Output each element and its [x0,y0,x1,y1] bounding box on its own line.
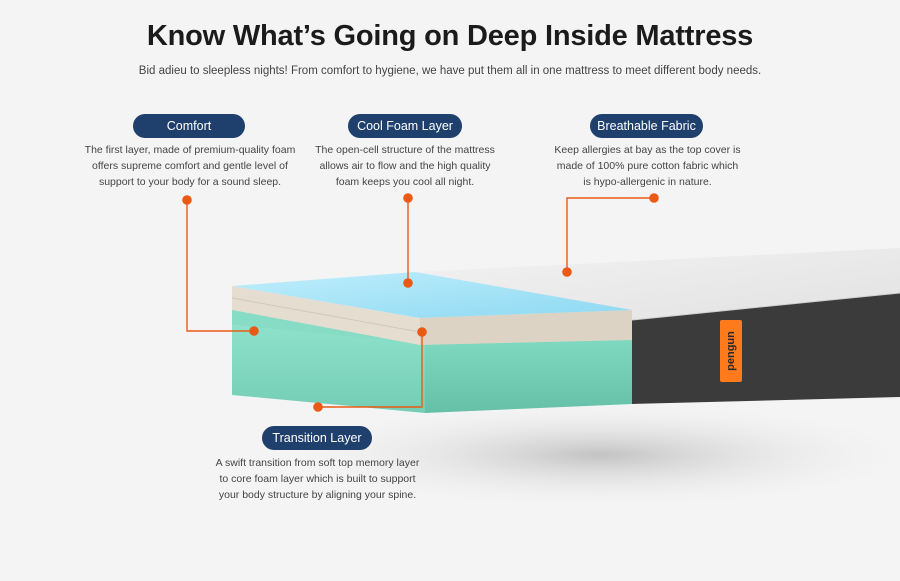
cool-foam-pill-label: Cool Foam Layer [357,119,453,133]
comfort-pill-label: Comfort [166,119,212,133]
cool-foam-top [232,272,632,318]
floor-shadow [270,400,900,510]
comfort-marker-end [249,326,259,336]
breathable-marker-end [562,267,572,277]
page-subtitle: Bid adieu to sleepless nights! From comf… [138,65,762,77]
cool-foam-pill[interactable]: Cool Foam Layer [348,114,462,138]
comfort-marker [182,195,192,205]
transition-pill[interactable]: Transition Layer [262,426,372,450]
breathable-pill[interactable]: Breathable Fabric [590,114,703,138]
breathable-pill-label: Breathable Fabric [597,119,696,133]
base-foam-front [425,340,632,413]
transition-connector [318,332,423,408]
transition-pill-label: Transition Layer [272,431,362,445]
breathable-marker [649,193,659,203]
breathable-description: Keep allergies at bay as the top cover i… [554,144,741,188]
base-foam-left [232,305,425,413]
comfort-layer-front [420,310,632,345]
comfort-pill[interactable]: Comfort [133,114,245,138]
cover-side [632,293,900,404]
transition-description: A swift transition from soft top memory … [215,457,420,501]
cool-foam-description: The open-cell structure of the mattress … [315,144,495,188]
comfort-connector [186,200,254,332]
breathable-connector [566,197,654,272]
cool-foam-marker [403,193,413,203]
comfort-description: The first layer, made of premium-quality… [84,144,296,188]
brand-tag: pengun [720,320,742,382]
brand-label: pengun [725,331,737,371]
cool-foam-marker-end [403,278,413,288]
fabric-top [415,248,900,320]
transition-marker [417,327,427,337]
page-title: Know What’s Going on Deep Inside Mattres… [146,20,754,52]
transition-marker-end [313,402,323,412]
